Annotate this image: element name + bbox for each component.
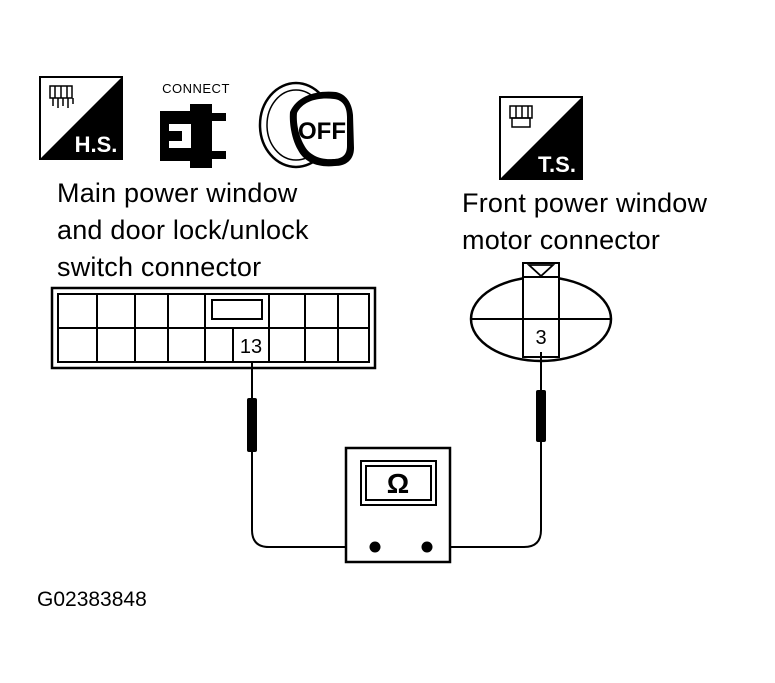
- left-title-line-3: switch connector: [57, 252, 262, 282]
- right-connector-title: Front power window motor connector: [462, 185, 707, 259]
- harness-connector-icon: [49, 85, 74, 108]
- front-motor-connector: 3: [469, 262, 613, 363]
- connect-icon: CONNECT: [160, 81, 230, 168]
- meter-terminal-left: [369, 541, 381, 553]
- left-title-line-2: and door lock/unlock: [57, 215, 309, 245]
- connect-label: CONNECT: [162, 81, 230, 96]
- ignition-off-icon: OFF: [258, 81, 354, 169]
- terminal-side-icon: T.S.: [499, 96, 583, 180]
- right-title-line-2: motor connector: [462, 225, 661, 255]
- terminal-13-label: 13: [240, 336, 262, 358]
- terminal-connector-icon: [509, 105, 533, 128]
- figure-code: G02383848: [37, 588, 147, 611]
- ohm-symbol: Ω: [387, 468, 409, 499]
- ohmmeter: Ω: [344, 446, 452, 564]
- left-connector-title: Main power window and door lock/unlock s…: [57, 175, 309, 286]
- left-test-probe: [247, 362, 375, 548]
- off-label: OFF: [298, 118, 346, 145]
- meter-terminal-right: [421, 541, 433, 553]
- right-test-probe: [427, 352, 546, 548]
- hs-label: H.S.: [75, 132, 118, 157]
- right-title-line-1: Front power window: [462, 188, 708, 218]
- ts-label: T.S.: [538, 152, 576, 177]
- left-title-line-1: Main power window: [57, 178, 298, 208]
- harness-side-icon: H.S.: [39, 76, 123, 160]
- terminal-3-label: 3: [535, 327, 546, 349]
- main-switch-connector: 13: [50, 286, 377, 370]
